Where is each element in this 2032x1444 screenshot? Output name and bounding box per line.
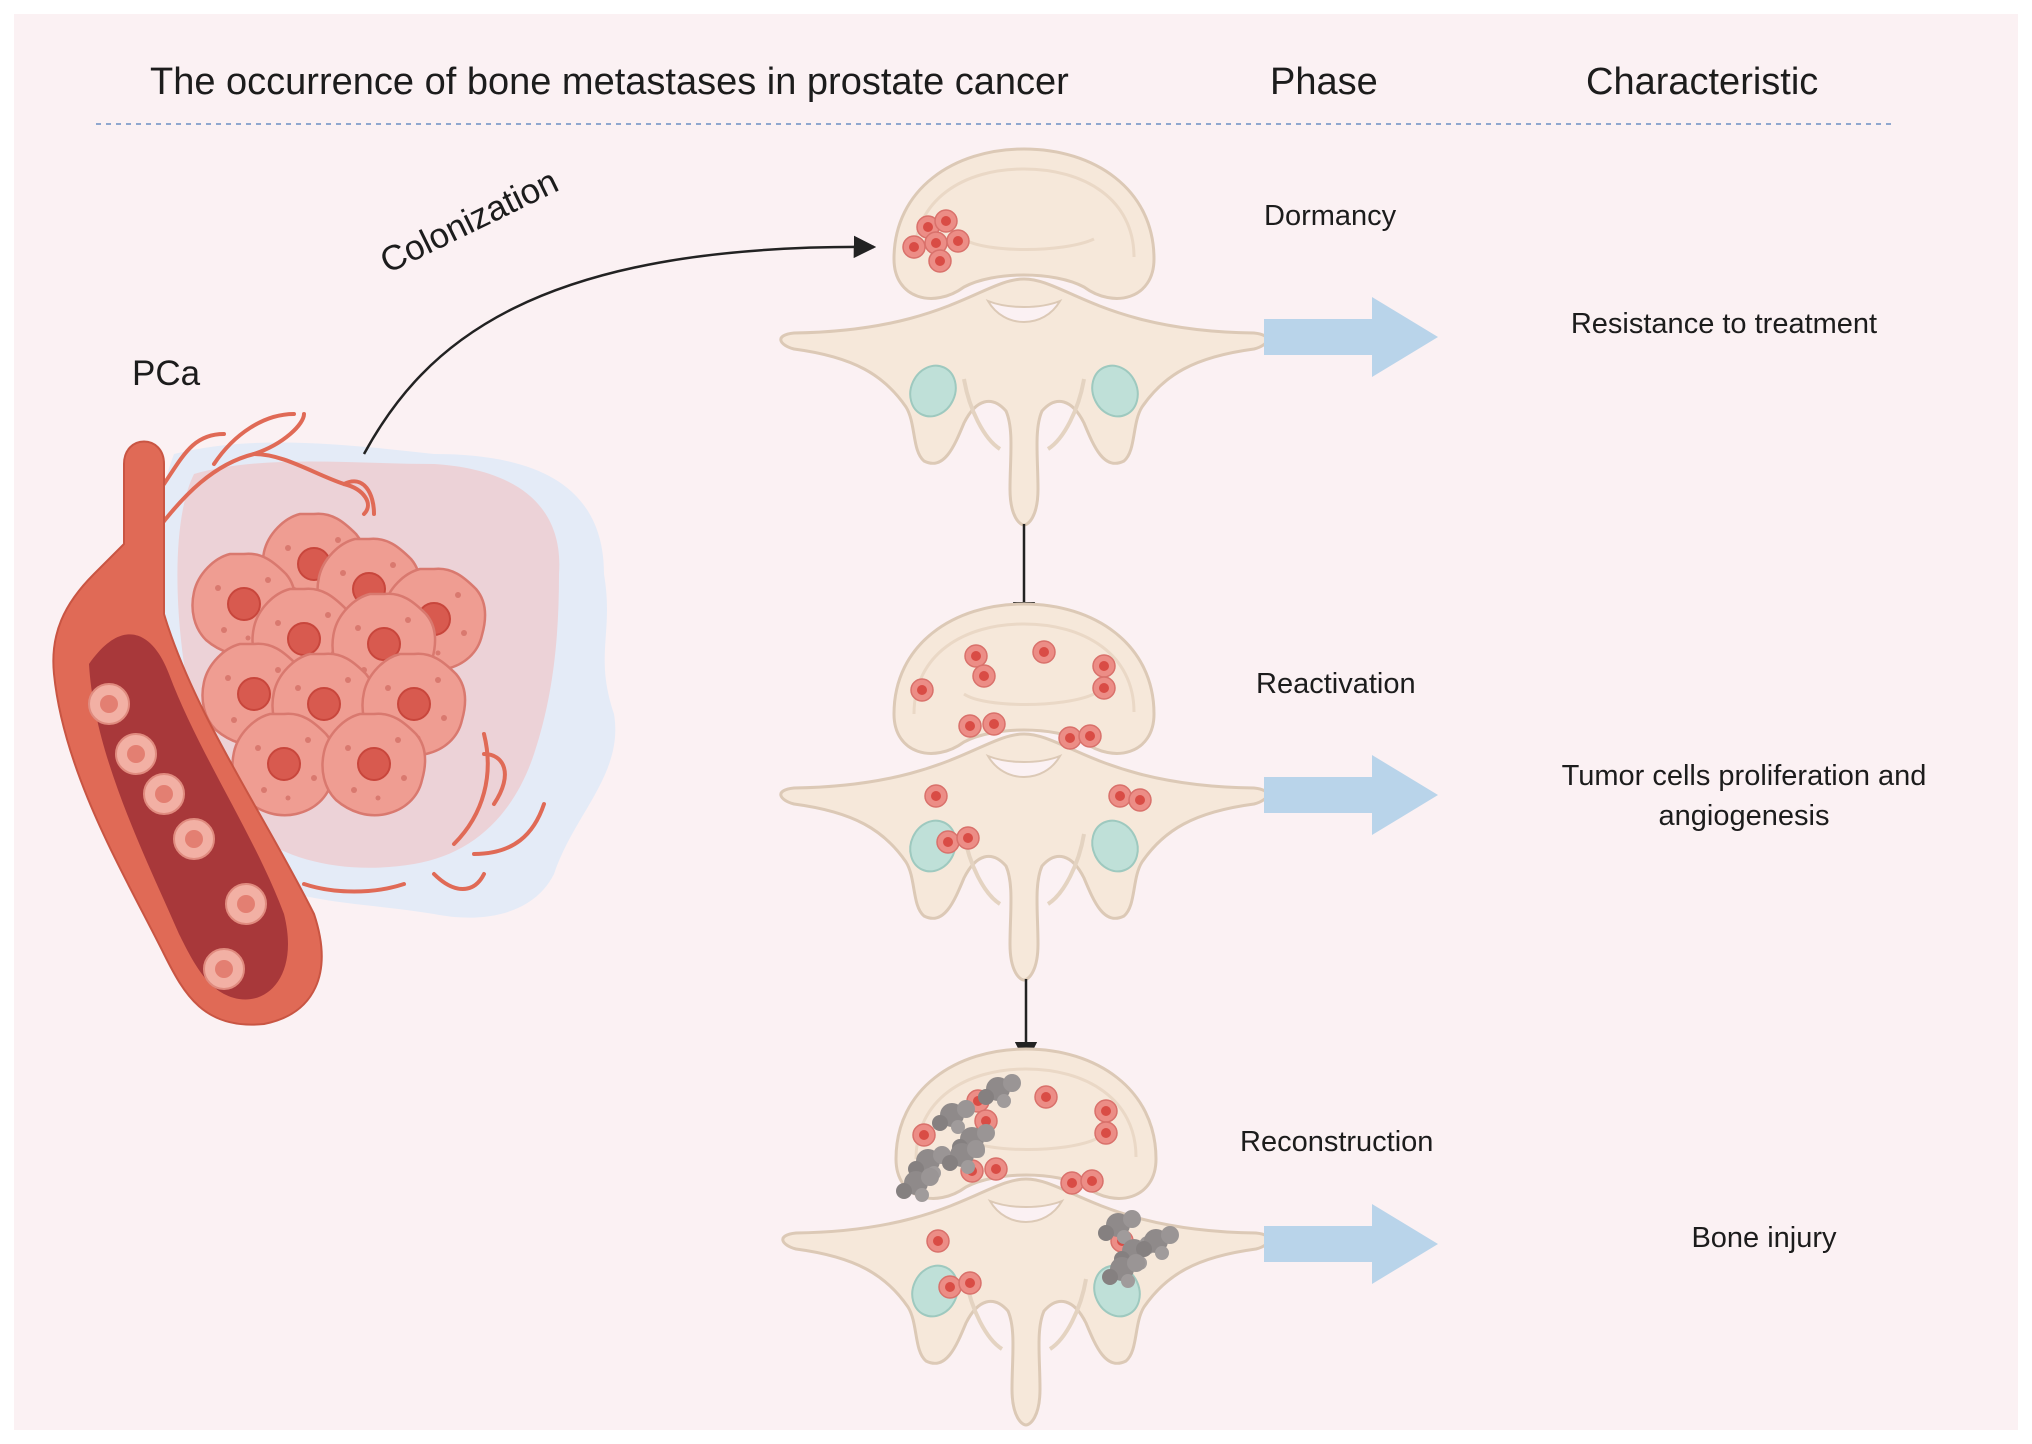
blood-vessel <box>52 440 323 1026</box>
diagram-canvas <box>14 14 2018 1430</box>
phase-label-reconstruction: Reconstruction <box>1240 1126 1434 1158</box>
colonization-arrow <box>362 235 877 455</box>
arrow-dormancy <box>1264 297 1438 377</box>
phase-label-dormancy: Dormancy <box>1264 200 1397 232</box>
tumor-label: PCa <box>132 354 201 393</box>
characteristic-reactivation: Tumor cells proliferation and angiogenes… <box>1561 760 1927 832</box>
figure-panel: The occurrence of bone metastases in pro… <box>14 14 2018 1430</box>
characteristic-reconstruction: Bone injury <box>1691 1222 1837 1254</box>
capillaries <box>152 412 546 894</box>
process-title: The occurrence of bone metastases in pro… <box>150 61 1069 103</box>
characteristic-title: Characteristic <box>1586 61 1819 103</box>
arrow-reactivation <box>1264 755 1438 835</box>
arrow-reconstruction <box>1264 1204 1438 1284</box>
phase-title: Phase <box>1270 61 1378 103</box>
phase-label-reactivation: Reactivation <box>1256 668 1416 700</box>
characteristic-dormancy: Resistance to treatment <box>1570 308 1878 340</box>
primary-tumor <box>52 412 616 1026</box>
